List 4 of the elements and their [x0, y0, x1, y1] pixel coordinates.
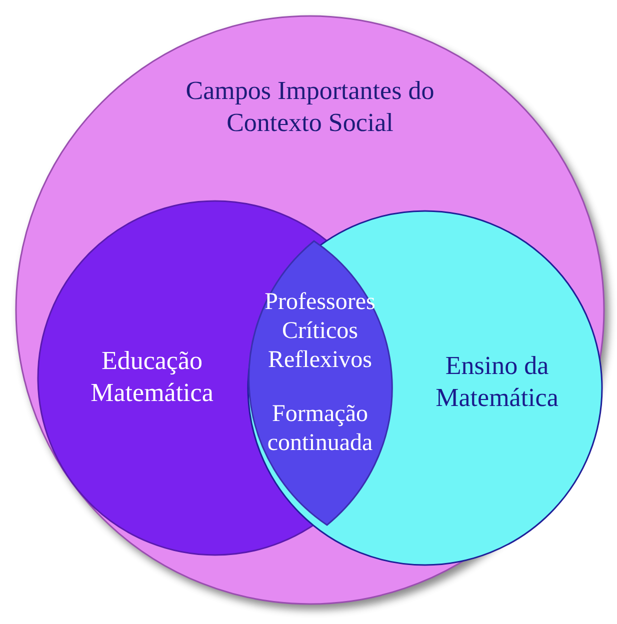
region-label: Ensino da Matemática	[434, 350, 560, 414]
region-label: Campos Importantes do Contexto Social	[184, 75, 436, 139]
region-label: Formação continuada	[266, 400, 374, 458]
region-label: Educação Matemática	[90, 345, 214, 409]
